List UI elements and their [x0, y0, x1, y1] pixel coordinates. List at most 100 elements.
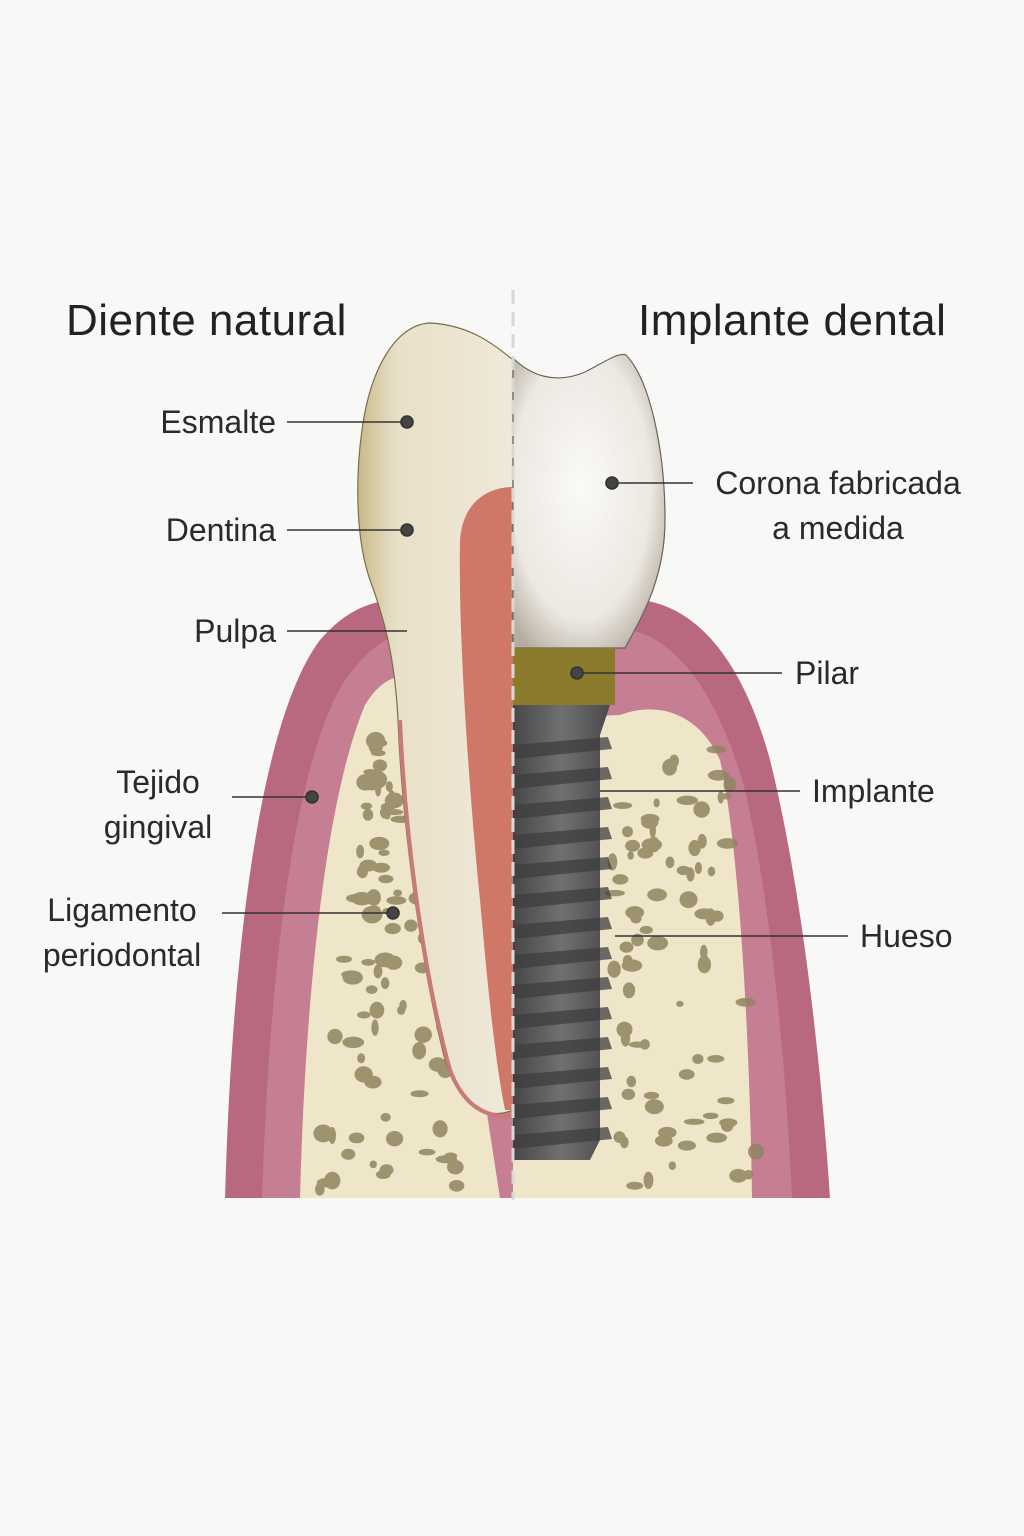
bone-pore: [353, 1136, 364, 1144]
bone-pore: [357, 1053, 366, 1064]
bone-pore: [717, 1097, 735, 1105]
natural-tooth-pulp: [459, 487, 513, 1110]
bone-pore: [385, 1130, 404, 1147]
bone-pore: [702, 1112, 719, 1120]
bone-pore: [627, 851, 634, 860]
bone-pore: [372, 862, 390, 873]
implant-thread: [513, 917, 612, 939]
bone-pore: [412, 1042, 427, 1060]
bone-pore: [694, 862, 703, 874]
bone-pore: [375, 1170, 391, 1180]
bone-pore: [735, 997, 756, 1007]
bone-pore: [697, 955, 712, 974]
label-implante: Implante: [812, 773, 935, 809]
bone-pore: [707, 769, 730, 781]
bone-pore: [669, 754, 680, 768]
implant-thread: [513, 857, 612, 879]
bone-pore: [380, 977, 390, 990]
implant-thread: [513, 1067, 612, 1089]
bone-pore: [418, 1148, 436, 1156]
label-line: gingival: [103, 809, 213, 845]
bone-pore: [694, 908, 715, 920]
bone-pore: [621, 1088, 636, 1100]
bone-pore: [316, 1177, 336, 1188]
bone-pore: [414, 1026, 432, 1043]
bone-pore: [342, 1036, 365, 1049]
bone-pore: [369, 836, 390, 851]
bone-pore: [707, 1055, 725, 1063]
bone-pore: [653, 798, 660, 808]
bone-pore: [707, 866, 716, 877]
ligament-dot: [386, 906, 400, 920]
dentina-dot: [400, 523, 414, 537]
bone-pore: [328, 1126, 337, 1145]
bone-pore: [448, 1179, 465, 1192]
bone-pore: [621, 959, 643, 972]
bone-pore: [679, 891, 698, 909]
bone-pore: [693, 801, 710, 818]
label-tejido-gingival: Tejido gingival: [80, 760, 236, 850]
bone-pore: [668, 1161, 676, 1170]
label-line: Ligamento: [47, 892, 197, 928]
bone-pore: [360, 802, 373, 810]
bone-pore: [362, 808, 374, 821]
bone-pore: [327, 1028, 343, 1045]
bone-pore: [313, 1124, 333, 1143]
bone-pore: [657, 1126, 677, 1139]
bone-pore: [435, 1155, 458, 1164]
bone-pore: [366, 889, 381, 907]
bone-pore: [706, 1132, 727, 1143]
implant-thread: [513, 977, 612, 999]
implant-body: [513, 705, 612, 1160]
esmalte-dot: [400, 415, 414, 429]
label-pilar: Pilar: [795, 655, 860, 691]
implant-thread: [513, 797, 612, 819]
bone-pore: [364, 1075, 382, 1089]
bone-pore: [719, 1118, 738, 1128]
bone-pore: [357, 864, 368, 879]
bone-pore: [378, 849, 390, 856]
bone-pore: [700, 944, 708, 960]
bone-pore: [357, 1011, 371, 1019]
bone-pore: [676, 1000, 684, 1007]
bone-pore: [641, 816, 659, 829]
bone-pore: [622, 982, 636, 999]
bone-pore: [626, 1181, 644, 1190]
bone-pore: [341, 1148, 356, 1160]
implant-thread: [513, 737, 612, 759]
periodontal-ligament: [398, 719, 514, 1119]
bone-pore: [643, 1091, 660, 1100]
bone-pore: [717, 791, 725, 804]
label-line: Corona fabricada: [715, 465, 961, 501]
bone-pore: [341, 970, 362, 979]
implant-crown: [512, 353, 666, 649]
bone-pore: [372, 759, 388, 772]
bone-pore: [380, 1112, 391, 1122]
label-line: Tejido: [116, 764, 200, 800]
label-esmalte: Esmalte: [160, 404, 276, 440]
bone-pore: [378, 874, 394, 884]
bone-pore: [647, 888, 668, 902]
bone-pore: [644, 1099, 664, 1115]
bone-pore: [373, 964, 383, 979]
bone-pore: [404, 919, 418, 932]
bone-pore: [748, 1143, 765, 1160]
bone-pore: [626, 1075, 637, 1088]
bone-pore: [647, 935, 669, 951]
bone-pore: [692, 1054, 704, 1065]
bone-pore: [625, 906, 645, 919]
bone-pore: [616, 1021, 633, 1038]
bone-pore: [620, 1136, 629, 1149]
bone-pore: [643, 1171, 654, 1189]
bone-pore: [371, 1019, 379, 1036]
implant-thread: [513, 1127, 612, 1149]
bone-pore: [384, 923, 401, 935]
bone-pore: [607, 960, 621, 978]
implant-thread: [513, 887, 612, 909]
label-corona: Corona fabricada a medida: [698, 461, 978, 551]
bone-pore: [374, 952, 396, 968]
bone-pore: [336, 955, 352, 963]
bone-pore: [683, 1118, 705, 1125]
bone-pore: [639, 1039, 650, 1050]
bone-pore: [380, 802, 395, 812]
